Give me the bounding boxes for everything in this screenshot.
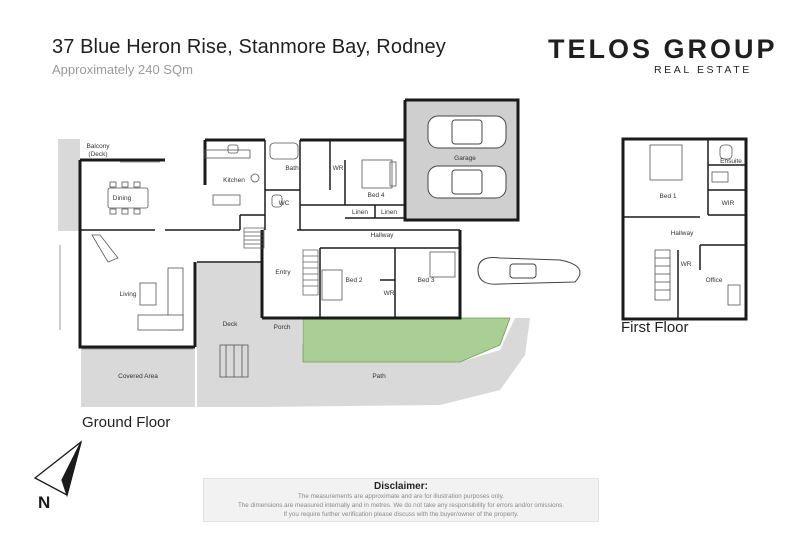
balcony-deck: [58, 139, 80, 231]
room-label-bed2: Bed 2: [346, 277, 363, 284]
ground-floor-label: Ground Floor: [82, 414, 171, 431]
room-label-porch: Porch: [274, 324, 291, 331]
disclaimer-line: If you require further verification plea…: [283, 511, 519, 518]
disclaimer-line: The dimensions are measured internally a…: [237, 502, 565, 509]
ground-floor-plan: [58, 98, 581, 407]
porch-area: [262, 318, 302, 344]
disclaimer-line: The measurements are approximate and are…: [297, 493, 505, 500]
dining-table: [107, 181, 149, 215]
deck-area: [197, 263, 262, 407]
boat-icon: [477, 257, 581, 285]
disclaimer-title: Disclaimer:: [374, 481, 428, 492]
room-label-living: Living: [120, 291, 137, 298]
ground-stairs: [243, 227, 319, 296]
room-label-wr: WR: [333, 165, 344, 172]
room-label-ensuite: Ensuite: [720, 158, 742, 165]
property-address: 37 Blue Heron Rise, Stanmore Bay, Rodney: [52, 36, 446, 58]
compass-label: N: [38, 493, 50, 512]
lawn-area: [302, 317, 511, 363]
room-label-bed1: Bed 1: [660, 193, 677, 200]
covered-area: [81, 347, 195, 407]
path-area: [262, 318, 530, 407]
room-label-dining: Dining: [113, 195, 132, 202]
room-label-bath: Bath: [285, 165, 299, 172]
room-label-bed3: Bed 3: [418, 277, 435, 284]
room-label-path: Path: [372, 373, 386, 380]
room-label-wir: WIR: [722, 200, 735, 207]
room-label-deck: Deck: [223, 321, 239, 328]
garage-cars: [427, 115, 507, 199]
first-floor-plan: [621, 137, 748, 321]
living-sofa: [91, 234, 184, 331]
disclaimer-box: Disclaimer: The measurements are approxi…: [203, 478, 599, 522]
room-label-kitchen: Kitchen: [223, 177, 245, 184]
room-label-wr2: WR: [384, 290, 395, 297]
brand-name: TELOS GROUP: [548, 34, 778, 64]
first-floor-label: First Floor: [621, 319, 689, 336]
room-label-garage: Garage: [454, 155, 476, 162]
room-label-entry: Entry: [275, 269, 291, 276]
room-label-bed4: Bed 4: [368, 192, 385, 199]
room-label-linen-1: Linen: [352, 209, 368, 216]
north-arrow-icon: [33, 440, 83, 498]
room-label-linen-2: Linen: [381, 209, 397, 216]
room-label-wc: WC: [279, 200, 290, 207]
room-label-hallway: Hallway: [371, 232, 395, 239]
room-label-covered: Covered Area: [118, 373, 158, 380]
room-label-office: Office: [706, 277, 723, 284]
floor-area: Approximately 240 SQm: [52, 62, 193, 77]
room-label-balcony: Balcony(Deck): [86, 143, 110, 158]
room-label-hallway-first: Hallway: [671, 230, 695, 237]
room-label-wr-first: WR: [681, 261, 692, 268]
brand-subtitle: REAL ESTATE: [654, 64, 752, 76]
